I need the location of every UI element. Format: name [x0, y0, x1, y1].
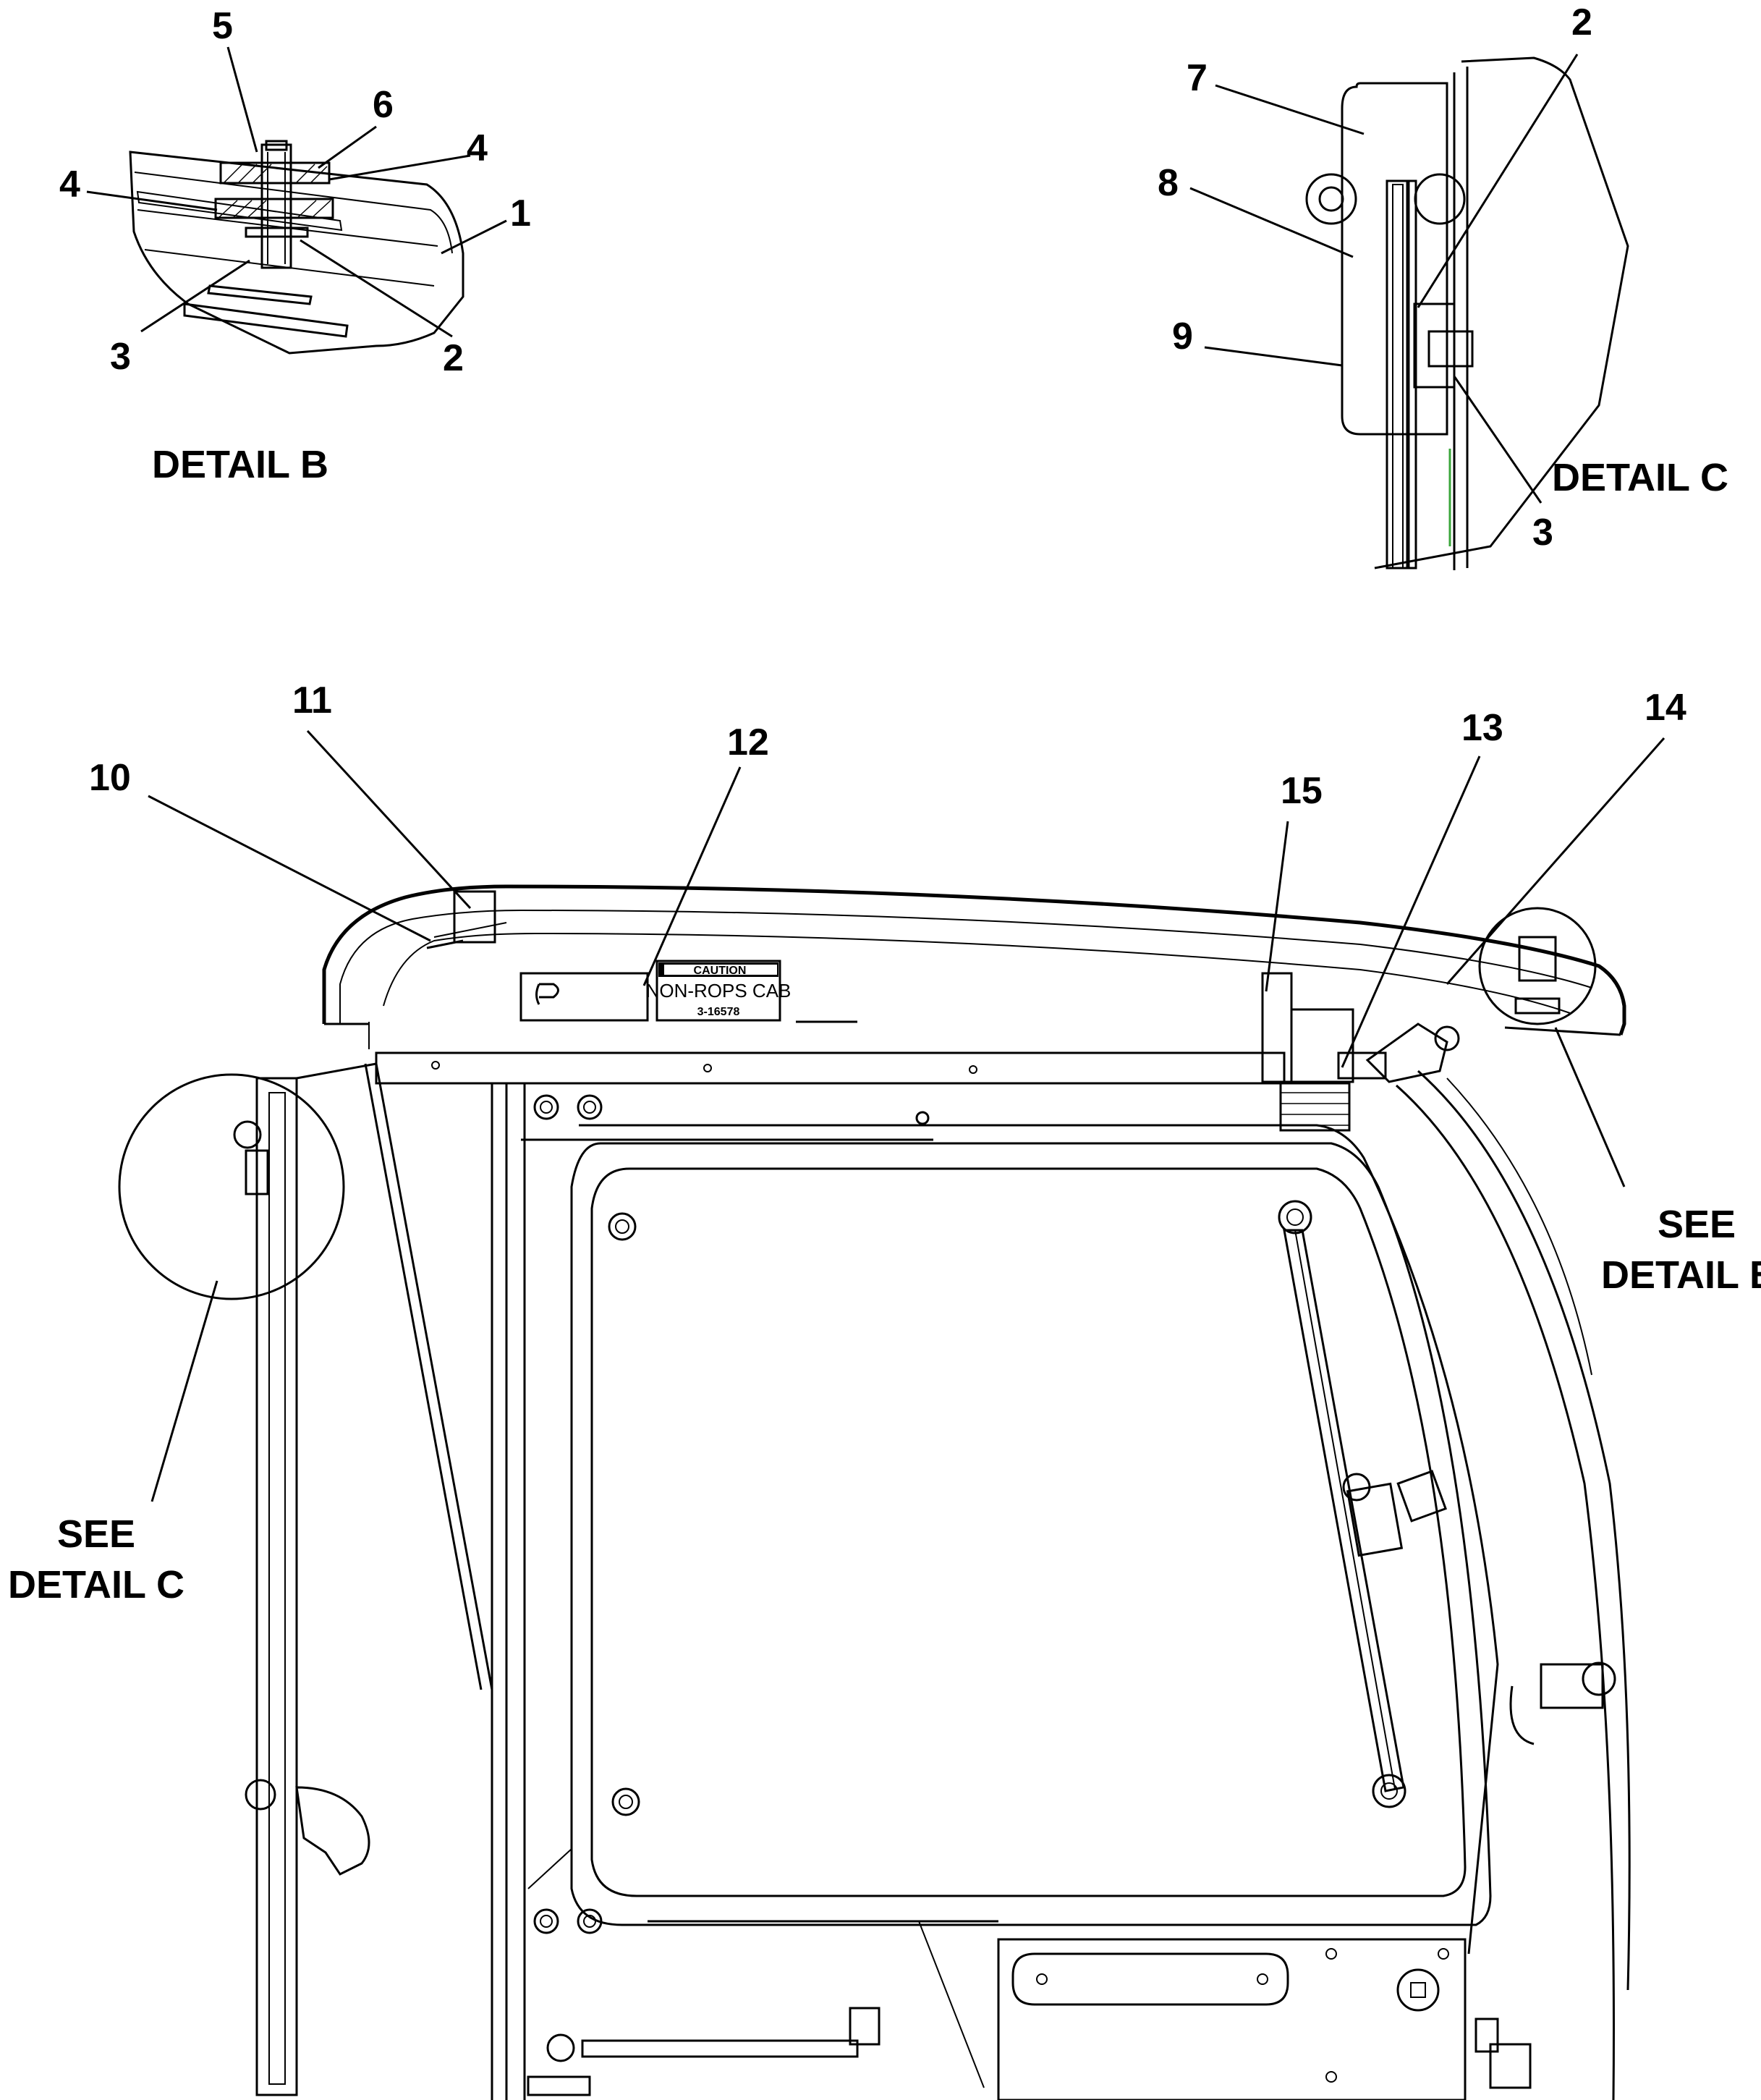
callout-detail-c-7: 7 — [1187, 57, 1208, 99]
caption-see-detail-c-line2: DETAIL C — [8, 1563, 184, 1606]
detail-b-view — [129, 140, 464, 355]
caption-see-detail-b-line2: DETAIL B — [1601, 1253, 1761, 1297]
main-cab-view: CAUTION NON-ROPS CAB 3-16578 — [118, 884, 1631, 2100]
captions: DETAIL B DETAIL C SEE DETAIL B SEE DETAI… — [8, 443, 1761, 1606]
decal-part-number: 3-16578 — [697, 1006, 740, 1018]
leader-lines — [86, 46, 1665, 1502]
callout-detail-c-9: 9 — [1172, 316, 1193, 357]
caption-detail-b: DETAIL B — [152, 443, 328, 486]
callout-detail-b-5: 5 — [212, 5, 233, 47]
callout-detail-b-4-right: 4 — [467, 127, 488, 169]
decal-title: NON-ROPS CAB — [646, 980, 792, 1002]
callout-numbers: 5 6 4 4 1 3 2 2 7 8 9 3 11 12 10 13 14 1… — [59, 1, 1686, 812]
detail-c-circle — [118, 1073, 345, 1300]
callout-detail-c-2: 2 — [1571, 1, 1592, 43]
caution-decal: CAUTION NON-ROPS CAB 3-16578 — [646, 960, 792, 1022]
detail-b-circle — [1478, 907, 1597, 1025]
callout-10: 10 — [89, 757, 131, 799]
callout-detail-b-2: 2 — [443, 337, 464, 379]
callout-13: 13 — [1461, 707, 1503, 749]
callout-detail-b-4-left: 4 — [59, 164, 80, 206]
decal-header: CAUTION — [694, 965, 747, 977]
caption-see-detail-c-line1: SEE — [57, 1512, 135, 1556]
callout-15: 15 — [1281, 770, 1323, 812]
callout-detail-b-1: 1 — [510, 192, 531, 234]
callout-detail-b-6: 6 — [373, 84, 394, 126]
callout-detail-c-3: 3 — [1532, 512, 1553, 554]
caption-see-detail-b-line1: SEE — [1658, 1203, 1736, 1246]
detail-c-view — [1305, 56, 1629, 570]
callout-detail-b-3: 3 — [110, 336, 131, 378]
callout-detail-c-8: 8 — [1158, 162, 1179, 204]
callout-12: 12 — [727, 721, 769, 763]
caption-detail-c: DETAIL C — [1552, 456, 1728, 499]
callout-14: 14 — [1645, 687, 1686, 729]
logo-plate — [519, 972, 649, 1022]
callout-11: 11 — [292, 679, 332, 721]
